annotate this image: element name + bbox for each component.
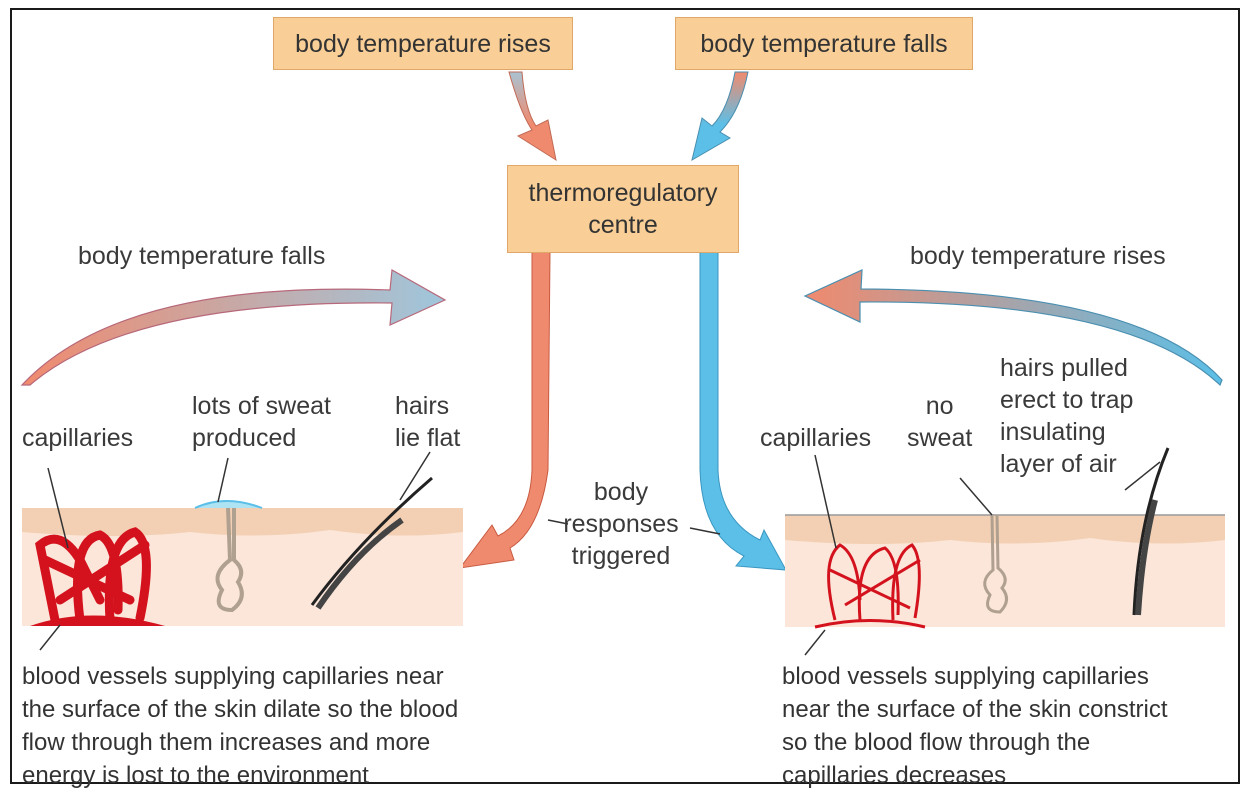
right-label-hairs: hairs pulled erect to trap insulating la… (1000, 352, 1133, 480)
left-sweat-droplet (195, 501, 262, 508)
left-caption: blood vessels supplying capillaries near… (22, 660, 458, 792)
right-caption: blood vessels supplying capillaries near… (782, 660, 1168, 792)
thermoregulatory-centre-box: thermoregulatory centre (507, 165, 739, 253)
box-temperature-rises: body temperature rises (273, 17, 573, 70)
arrow-fall-to-centre (692, 72, 748, 160)
right-label-capillaries: capillaries (760, 422, 871, 454)
box-temperature-falls: body temperature falls (675, 17, 973, 70)
left-label-hairs: hairs lie flat (395, 390, 460, 454)
label-right-curve: body temperature rises (910, 240, 1166, 272)
right-label-sweat: no sweat (907, 390, 972, 454)
label-left-curve: body temperature falls (78, 240, 325, 272)
arrow-rise-to-centre (509, 72, 556, 160)
curve-arrow-falls (22, 270, 445, 385)
left-label-capillaries: capillaries (22, 422, 133, 454)
arrow-centre-to-right-skin (700, 252, 786, 570)
left-label-sweat: lots of sweat produced (192, 390, 331, 454)
right-skin-epidermis (785, 515, 1225, 544)
arrow-centre-to-left-skin (460, 252, 550, 568)
label-body-responses: body responses triggered (556, 476, 686, 572)
